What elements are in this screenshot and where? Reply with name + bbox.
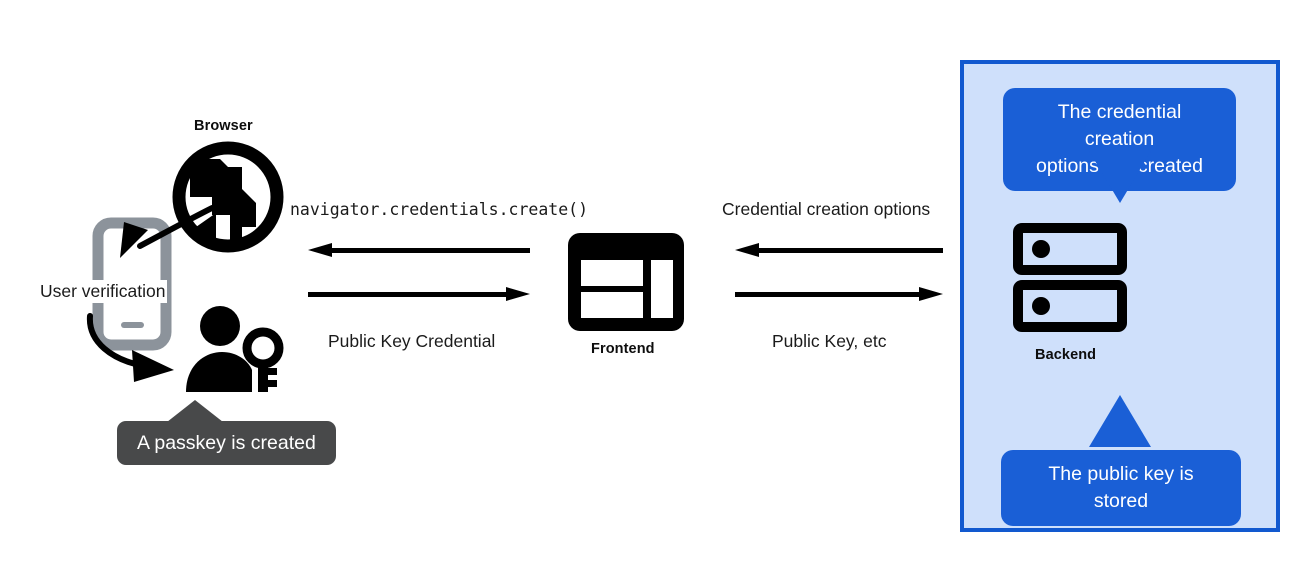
- browser-label: Browser: [194, 118, 253, 134]
- frontend-label: Frontend: [591, 341, 655, 357]
- browser-window-layout-icon: [567, 232, 685, 332]
- arrow-frontend-to-browser: [308, 243, 530, 257]
- arrow-shaft: [735, 292, 923, 297]
- backend-callout-bottom-pointer-icon: [1089, 395, 1151, 447]
- arrow-browser-to-frontend: [308, 287, 530, 301]
- user-verification-annotation: User verification: [38, 280, 168, 303]
- flow-left-bottom-label: Public Key Credential: [328, 331, 496, 351]
- arrow-head-left-icon: [735, 243, 759, 257]
- arrow-frontend-to-backend: [735, 287, 943, 301]
- person-with-key-icon: [182, 306, 287, 394]
- arrow-head-right-icon: [919, 287, 943, 301]
- server-rack-icon: [1013, 223, 1127, 332]
- passkey-tooltip: A passkey is created: [117, 421, 336, 465]
- backend-callout-bottom-text: The public key is stored: [1001, 450, 1241, 526]
- arrow-shaft: [308, 292, 510, 297]
- arrow-backend-to-frontend: [735, 243, 943, 257]
- passkey-tooltip-pointer-icon: [167, 400, 223, 422]
- backend-callout-bottom: The public key is stored: [1001, 450, 1241, 526]
- flow-left-top-label: navigator.credentials.create(): [290, 200, 589, 219]
- arrow-head-right-icon: [506, 287, 530, 301]
- arrow-browser-to-phone-icon: [100, 200, 220, 270]
- arrow-head-left-icon: [308, 243, 332, 257]
- arrow-shaft: [755, 248, 943, 253]
- backend-callout-top-pointer-icon: [1089, 151, 1151, 203]
- globe-icon: [172, 141, 284, 253]
- backend-label: Backend: [1035, 347, 1097, 363]
- flow-right-top-label: Credential creation options: [722, 199, 931, 219]
- flow-right-bottom-label: Public Key, etc: [772, 331, 887, 351]
- arrow-phone-to-user-icon: [82, 312, 197, 382]
- arrow-shaft: [328, 248, 530, 253]
